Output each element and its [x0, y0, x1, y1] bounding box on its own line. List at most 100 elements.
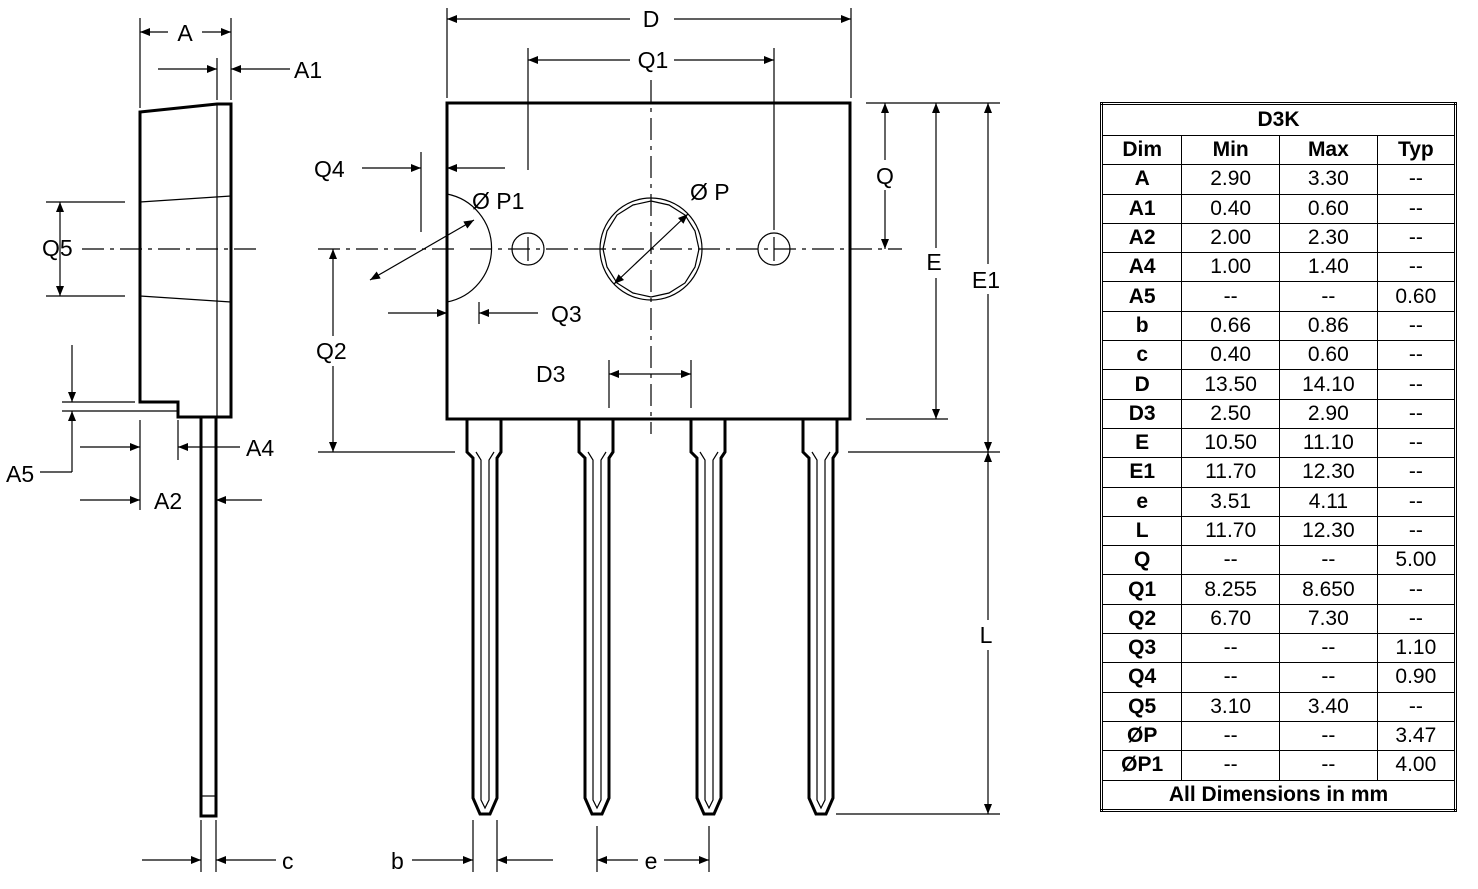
label-Q4: Q4: [314, 156, 345, 182]
front-view: [318, 8, 1000, 872]
dim-cell: Q3: [1100, 633, 1183, 664]
dim-cell: ØP1: [1100, 750, 1183, 781]
typ-cell: --: [1376, 515, 1457, 547]
max-cell: 1.40: [1279, 252, 1378, 283]
min-cell: 8.255: [1181, 574, 1281, 605]
header-max: Max: [1279, 134, 1378, 166]
min-cell: 2.50: [1181, 398, 1281, 429]
dim-cell: A1: [1100, 193, 1183, 224]
dim-cell: A5: [1100, 281, 1183, 312]
header-min: Min: [1181, 134, 1281, 166]
min-cell: --: [1181, 545, 1281, 576]
dim-cell: D3: [1100, 398, 1183, 429]
typ-cell: --: [1376, 574, 1457, 605]
typ-cell: --: [1376, 398, 1457, 429]
label-L: L: [980, 622, 993, 648]
header-typ: Typ: [1376, 134, 1457, 166]
min-cell: --: [1181, 750, 1281, 781]
label-A4: A4: [246, 435, 274, 461]
table-title: D3K: [1101, 103, 1456, 136]
table-row: Q----5.00: [1100, 545, 1457, 576]
min-cell: 11.70: [1181, 515, 1281, 547]
dim-cell: A4: [1100, 252, 1183, 283]
dim-cell: Q2: [1100, 603, 1183, 635]
dimension-labels: A A1 Q5 A4 A5 A2 c D Q1 Q4 Ø P1 Ø P Q3 Q…: [6, 4, 1006, 876]
max-cell: 14.10: [1279, 369, 1378, 400]
max-cell: 3.30: [1279, 164, 1378, 195]
min-cell: 0.40: [1181, 340, 1281, 371]
dim-cell: c: [1100, 340, 1183, 371]
typ-cell: --: [1376, 310, 1457, 342]
max-cell: 2.30: [1279, 222, 1378, 254]
min-cell: 0.40: [1181, 193, 1281, 224]
dim-cell: A2: [1100, 222, 1183, 254]
label-b: b: [391, 848, 404, 874]
typ-cell: 3.47: [1376, 720, 1457, 752]
max-cell: --: [1279, 633, 1378, 664]
typ-cell: --: [1376, 427, 1457, 459]
lead-1: [465, 419, 503, 816]
max-cell: 0.60: [1279, 340, 1378, 371]
typ-cell: 5.00: [1376, 545, 1457, 576]
typ-cell: --: [1376, 340, 1457, 371]
label-D3: D3: [536, 361, 565, 387]
typ-cell: --: [1376, 164, 1457, 195]
table-row: ØP----3.47: [1100, 720, 1457, 752]
min-cell: 11.70: [1181, 457, 1281, 488]
typ-cell: 0.90: [1376, 662, 1457, 693]
header-dim: Dim: [1100, 134, 1183, 166]
min-cell: --: [1181, 281, 1281, 312]
label-E: E: [926, 249, 941, 275]
label-Q2: Q2: [316, 338, 347, 364]
typ-cell: --: [1376, 193, 1457, 224]
max-cell: 7.30: [1279, 603, 1378, 635]
label-P: Ø P: [690, 179, 730, 205]
label-e: e: [645, 848, 658, 874]
table-row: ØP1----4.00: [1100, 750, 1457, 781]
table-row: Q4----0.90: [1100, 662, 1457, 693]
label-c: c: [282, 848, 294, 874]
label-Q1: Q1: [638, 47, 669, 73]
max-cell: 11.10: [1279, 427, 1378, 459]
label-A: A: [177, 20, 193, 46]
typ-cell: 0.60: [1376, 281, 1457, 312]
min-cell: --: [1181, 662, 1281, 693]
dim-cell: b: [1100, 310, 1183, 342]
dim-cell: Q4: [1100, 662, 1183, 693]
max-cell: --: [1279, 545, 1378, 576]
max-cell: --: [1279, 281, 1378, 312]
min-cell: 2.00: [1181, 222, 1281, 254]
dim-cell: E: [1100, 427, 1183, 459]
dim-cell: Q5: [1100, 691, 1183, 722]
typ-cell: --: [1376, 603, 1457, 635]
max-cell: --: [1279, 750, 1378, 781]
min-cell: 6.70: [1181, 603, 1281, 635]
typ-cell: --: [1376, 252, 1457, 283]
dim-cell: E1: [1100, 457, 1183, 488]
dim-cell: ØP: [1100, 720, 1183, 752]
table-footer: All Dimensions in mm: [1101, 779, 1456, 811]
max-cell: 0.60: [1279, 193, 1378, 224]
max-cell: --: [1279, 662, 1378, 693]
dim-cell: Q: [1100, 545, 1183, 576]
table-header-row: Dim Min Max Typ: [1100, 134, 1457, 166]
label-A1: A1: [294, 57, 322, 83]
max-cell: 2.90: [1279, 398, 1378, 429]
dim-cell: A: [1100, 164, 1183, 195]
typ-cell: --: [1376, 369, 1457, 400]
min-cell: 10.50: [1181, 427, 1281, 459]
